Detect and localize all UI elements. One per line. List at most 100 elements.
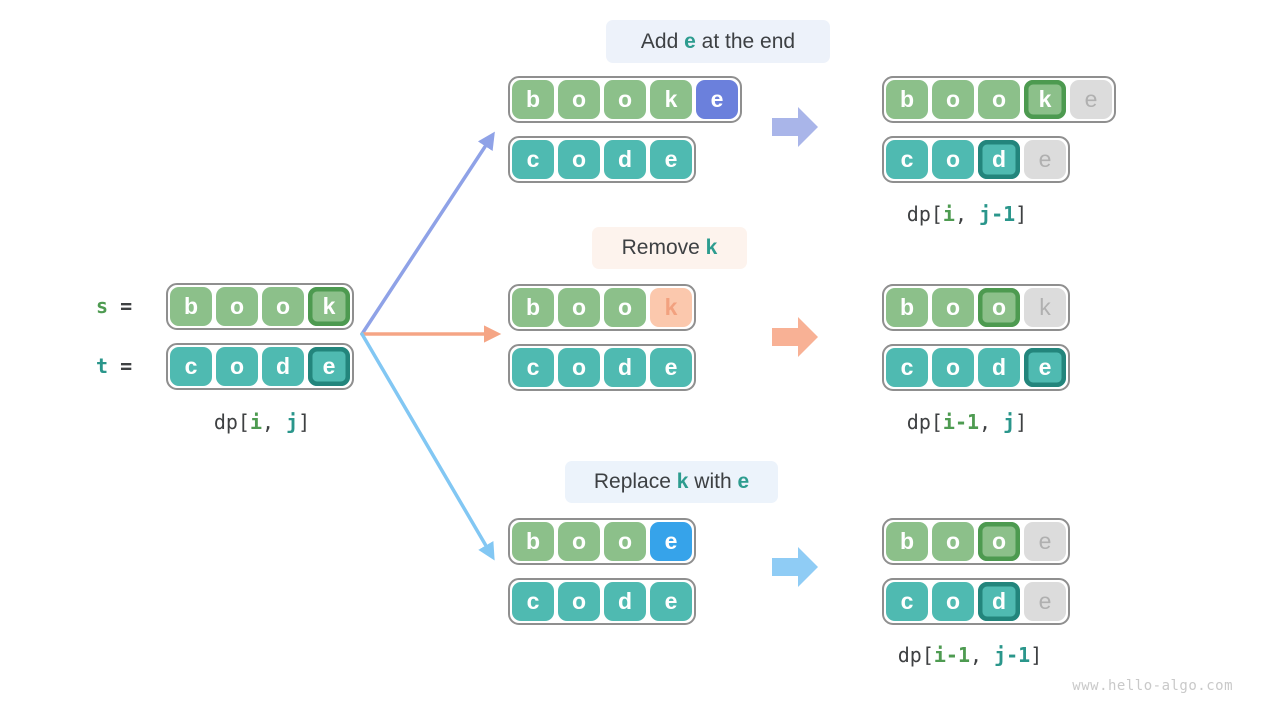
char-cell-o: o — [932, 522, 974, 561]
text-part: j-1 — [979, 202, 1016, 226]
text-part: i — [249, 410, 262, 434]
char-cell-o: o — [558, 522, 600, 561]
char-cell-b: b — [512, 288, 554, 327]
text-part: , — [969, 643, 995, 667]
char-cell-c: c — [886, 348, 928, 387]
char-cell-b: b — [512, 522, 554, 561]
char-cell-c: c — [512, 140, 554, 179]
text-part: e — [684, 29, 696, 53]
text-part: Add — [640, 29, 685, 53]
char-cell-k: k — [1024, 288, 1066, 327]
char-cell-e: e — [308, 347, 350, 386]
char-cell-b: b — [886, 80, 928, 119]
text-part: ] — [298, 410, 311, 434]
char-cell-b: b — [170, 287, 212, 326]
char-cell-o: o — [932, 582, 974, 621]
char-cell-o: o — [558, 582, 600, 621]
char-cell-o: o — [558, 348, 600, 387]
char-cell-k: k — [308, 287, 350, 326]
text-part: ] — [1015, 410, 1028, 434]
char-cell-e: e — [696, 80, 738, 119]
text-part: Remove — [621, 236, 706, 259]
text-part: t — [96, 354, 109, 378]
char-cell-o: o — [216, 347, 258, 386]
char-cell-e: e — [650, 582, 692, 621]
char-cell-o: o — [604, 522, 646, 561]
char-cell-o: o — [978, 522, 1020, 561]
char-cell-o: o — [978, 80, 1020, 119]
t-variable-label: t = — [96, 354, 132, 378]
text-part: dp[ — [906, 202, 943, 226]
char-cell-e: e — [1024, 140, 1066, 179]
dp-iminus1-j-caption: dp[i-1, j] — [867, 410, 1067, 434]
char-cell-o: o — [558, 288, 600, 327]
char-cell-o: o — [262, 287, 304, 326]
text-part: ] — [1030, 643, 1043, 667]
text-part: s — [96, 294, 109, 318]
char-cell-e: e — [1070, 80, 1112, 119]
char-cell-d: d — [604, 140, 646, 179]
block-arrow-remove-icon — [772, 317, 818, 357]
arrow-line-replace — [360, 332, 495, 561]
char-cell-e: e — [1024, 522, 1066, 561]
text-part: , — [261, 410, 287, 434]
char-cell-o: o — [932, 80, 974, 119]
text-part: k — [676, 470, 689, 493]
char-cell-d: d — [978, 582, 1020, 621]
text-part: k — [705, 236, 718, 259]
char-cell-c: c — [886, 140, 928, 179]
char-cell-o: o — [604, 288, 646, 327]
text-part: i — [942, 202, 955, 226]
dp-iminus1-jminus1-caption: dp[i-1, j-1] — [855, 643, 1085, 667]
text-part: ] — [1015, 202, 1028, 226]
block-arrow-add-icon — [772, 107, 818, 147]
char-cell-o: o — [932, 140, 974, 179]
char-cell-e: e — [650, 348, 692, 387]
char-cell-e: e — [1024, 348, 1066, 387]
char-cell-e: e — [650, 140, 692, 179]
char-cell-c: c — [886, 582, 928, 621]
char-cell-b: b — [886, 522, 928, 561]
char-cell-e: e — [650, 522, 692, 561]
char-cell-o: o — [604, 80, 646, 119]
arrow-line-add — [360, 131, 495, 336]
char-cell-d: d — [262, 347, 304, 386]
text-part: j — [1003, 410, 1016, 434]
text-part: Replace — [593, 470, 677, 493]
char-cell-c: c — [512, 348, 554, 387]
char-cell-c: c — [170, 347, 212, 386]
char-cell-o: o — [558, 140, 600, 179]
add-operation-label: Add e at the end — [606, 20, 830, 63]
text-part: j — [286, 410, 299, 434]
char-cell-d: d — [978, 348, 1020, 387]
s-variable-label: s = — [96, 294, 132, 318]
text-part: = — [108, 354, 133, 378]
replace-operation-label: Replace k with e — [565, 461, 778, 503]
text-part: with — [688, 470, 738, 493]
text-part: , — [979, 410, 1004, 434]
char-cell-o: o — [216, 287, 258, 326]
text-part: dp[ — [906, 410, 943, 434]
char-cell-o: o — [558, 80, 600, 119]
text-part: , — [954, 202, 980, 226]
char-cell-o: o — [978, 288, 1020, 327]
char-cell-o: o — [932, 348, 974, 387]
text-part: e — [737, 470, 750, 493]
block-arrow-replace-icon — [772, 547, 818, 587]
dp-i-jminus1-caption: dp[i, j-1] — [867, 202, 1067, 226]
char-cell-c: c — [512, 582, 554, 621]
char-cell-k: k — [650, 80, 692, 119]
char-cell-b: b — [512, 80, 554, 119]
